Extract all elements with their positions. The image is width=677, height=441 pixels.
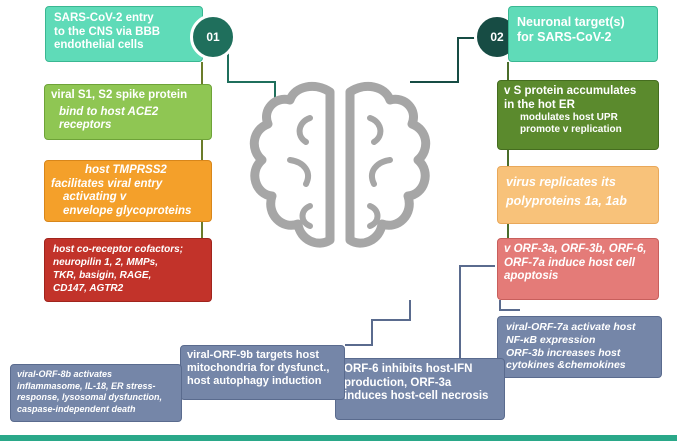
coreceptor-line-1: host co-receptor cofactors;: [53, 244, 184, 255]
spike-line-2: bind to host ACE2: [59, 105, 159, 118]
orf6-line-1: ORF-6 inhibits host-IFN: [344, 363, 473, 375]
brain-right-hemisphere-icon: [345, 81, 431, 248]
entry-line-2: to the CNS via BBB: [54, 25, 161, 38]
er-line-4: promote v replication: [520, 123, 622, 135]
connector-badge01-brain: [227, 52, 276, 98]
orf8b-line-4: caspase-independent death: [17, 404, 136, 415]
orf8b-box: viral-ORF-8b activates inflammasome, IL-…: [10, 364, 182, 422]
tmprss2-line-1: host TMPRSS2: [85, 164, 167, 176]
connector-orf6: [459, 265, 495, 358]
spike-line-1: viral S1, S2 spike protein: [51, 89, 188, 101]
orf-apoptosis-line-2: ORF-7a induce host cell: [504, 256, 635, 269]
tmprss2-line-2: facilitates viral entry: [51, 177, 163, 190]
brain-right-hemisphere-inner: [367, 115, 393, 229]
target-box: Neuronal target(s) for SARS-CoV-2: [508, 6, 658, 62]
coreceptor-box: host co-receptor cofactors; neuropilin 1…: [44, 238, 212, 302]
replicates-line-1: virus replicates its: [506, 175, 616, 189]
entry-box: SARS-CoV-2 entry to the CNS via BBB endo…: [45, 6, 203, 62]
spike-box: viral S1, S2 spike protein bind to host …: [44, 84, 212, 140]
orf8b-line-3: response, lysosomal dysfunction,: [17, 392, 163, 403]
tmprss2-line-3: activating v: [63, 191, 127, 204]
orf9b-line-2: mitochondria for dysfunct.,: [187, 361, 330, 374]
orf-apoptosis-line-3: apoptosis: [504, 270, 559, 283]
entry-line-1: SARS-CoV-2 entry: [54, 12, 154, 24]
orf9b-line-1: viral-ORF-9b targets host: [187, 349, 320, 361]
target-line-2: for SARS-CoV-2: [517, 29, 612, 44]
coreceptor-line-2: neuropilin 1, 2, MMPs,: [53, 257, 159, 268]
tmprss2-box: host TMPRSS2 facilitates viral entry act…: [44, 160, 212, 222]
orf7a-line-1: viral-ORF-7a activate host: [506, 321, 636, 333]
tmprss2-line-4: envelope glycoproteins: [63, 204, 192, 217]
orf7a-line-2: NF-κB expression: [506, 333, 596, 346]
orf7a-box: viral-ORF-7a activate host NF-κB express…: [497, 316, 662, 378]
replicates-line-2: polyproteins 1a, 1ab: [506, 193, 627, 208]
bottom-divider-bar: [0, 435, 677, 441]
orf-apoptosis-box: v ORF-3a, ORF-3b, ORF-6, ORF-7a induce h…: [497, 238, 659, 300]
replicates-box: virus replicates its polyproteins 1a, 1a…: [497, 166, 659, 224]
connector-orf9b: [345, 300, 411, 346]
spike-line-3: receptors: [59, 119, 112, 132]
er-box: v S protein accumulates in the hot ER mo…: [497, 80, 659, 150]
er-line-2: in the hot ER: [504, 98, 575, 111]
orf7a-line-4: cytokines &chemokines: [506, 359, 626, 372]
orf6-box: ORF-6 inhibits host-IFN production, ORF-…: [335, 358, 505, 420]
brain-left-hemisphere-inner: [287, 115, 313, 229]
target-line-1: Neuronal target(s): [517, 15, 625, 29]
brain-left-hemisphere-icon: [249, 81, 335, 248]
coreceptor-line-4: CD147, AGTR2: [53, 283, 124, 294]
connector-orf-orf7a: [499, 300, 520, 311]
orf6-line-2: production, ORF-3a: [344, 376, 452, 389]
orf-apoptosis-line-1: v ORF-3a, ORF-3b, ORF-6,: [504, 243, 647, 255]
coreceptor-line-3: TKR, basigin, RAGE,: [53, 270, 152, 281]
badge-01: 01: [190, 14, 236, 60]
connector-badge02-brain: [410, 37, 478, 83]
er-line-1: v S protein accumulates: [504, 85, 637, 97]
orf8b-line-2: inflammasome, IL-18, ER stress-: [17, 380, 156, 391]
orf7a-line-3: ORF-3b increases host: [506, 346, 621, 359]
orf6-line-3: induces host-cell necrosis: [344, 390, 489, 403]
er-line-3: modulates host UPR: [520, 112, 618, 124]
orf9b-box: viral-ORF-9b targets host mitochondria f…: [180, 345, 345, 400]
entry-line-3: endothelial cells: [54, 39, 144, 52]
orf9b-line-3: host autophagy induction: [187, 374, 322, 387]
orf8b-line-1: viral-ORF-8b activates: [17, 369, 113, 379]
